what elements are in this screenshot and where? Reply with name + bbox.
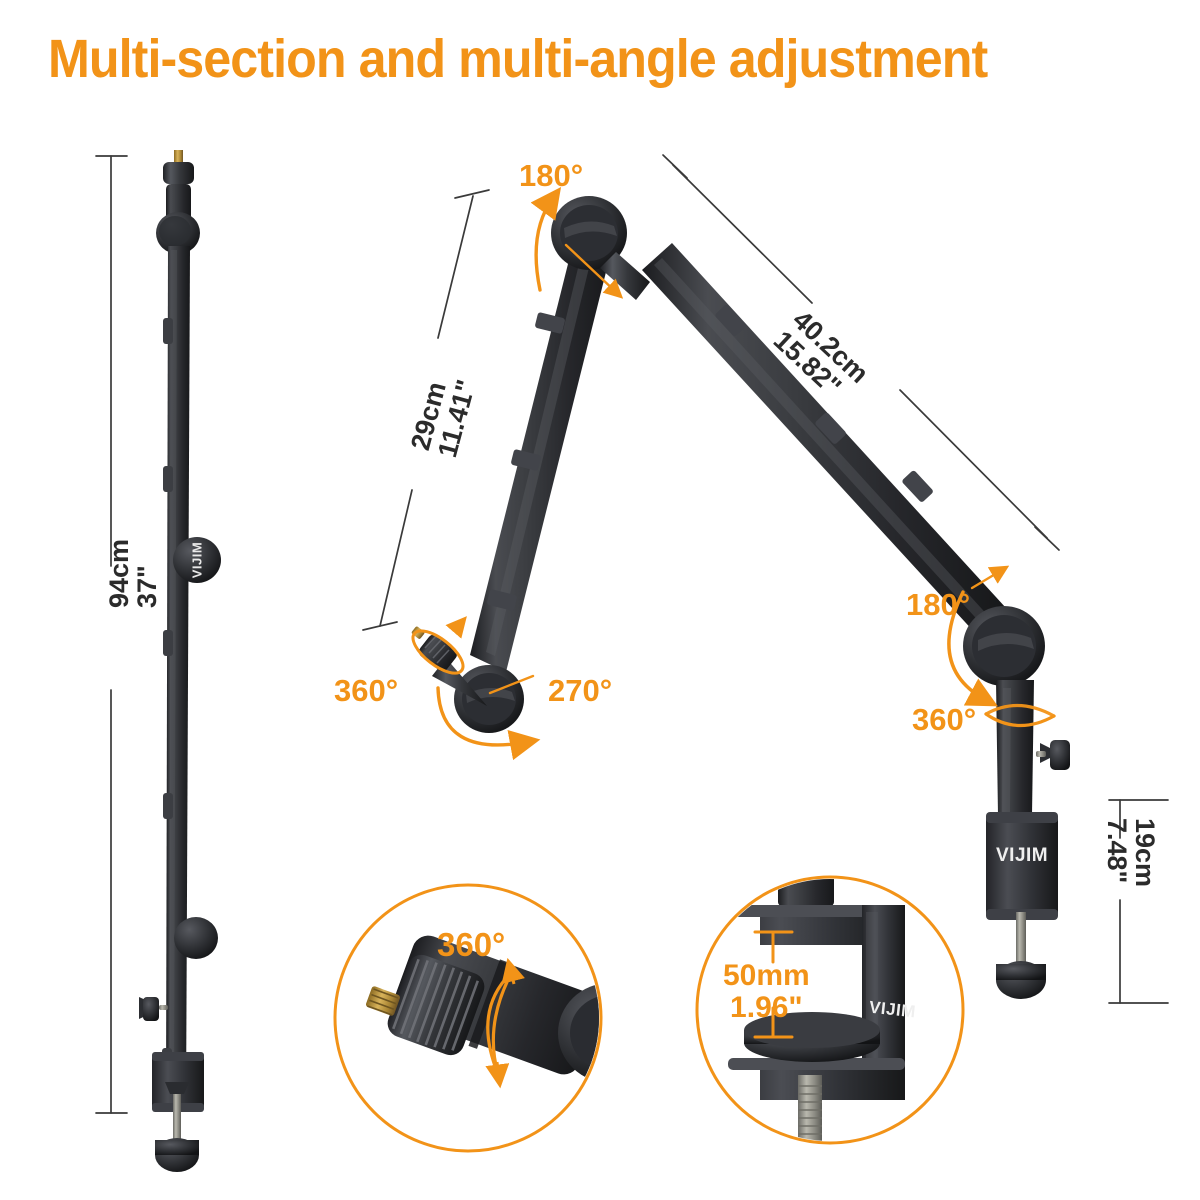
left-extended-arm <box>139 150 221 1172</box>
inset-clamp-dimension: 50mm 1.96" <box>723 959 810 1025</box>
right-boom-arm <box>642 243 1070 999</box>
inset-angle-label-mic: 360° <box>437 926 506 963</box>
arc-180-center <box>530 187 562 292</box>
inset-desk-clamp <box>695 875 965 1145</box>
angle-arcs <box>411 187 1056 761</box>
logo-left-arm: VIJIM <box>190 542 205 578</box>
angle-label-center-mic: 360° <box>334 673 399 708</box>
brand-marks: VIJIM <box>190 542 205 578</box>
dim-line-center-upper <box>437 195 474 339</box>
center-folded-arm <box>411 196 650 733</box>
dimension-lines <box>95 154 1169 1114</box>
dim-line-right-lower <box>899 389 1048 539</box>
page-title: Multi-section and multi-angle adjustment <box>48 29 988 89</box>
dimension-base-height: 19cm 7.48" <box>1102 818 1160 888</box>
dim-tick-center-top <box>454 189 490 199</box>
dim-line-right-upper <box>672 164 813 304</box>
logo-right-clamp: VIJIM <box>996 845 1049 866</box>
angle-label-center-lower: 270° <box>548 673 613 708</box>
dimension-left-arm: 94cm 37" <box>104 538 162 608</box>
angle-label-right-elbow: 180° <box>906 587 971 622</box>
dim-line-center-lower <box>379 489 413 627</box>
arc-270-center <box>436 686 541 761</box>
arc-360-right <box>984 712 1056 728</box>
arc-360-mic <box>411 629 465 675</box>
angle-label-center-top: 180° <box>519 158 584 193</box>
arc-180-right <box>947 590 998 707</box>
angle-label-right-base: 360° <box>912 702 977 737</box>
inset-mic-thread <box>333 883 603 1153</box>
